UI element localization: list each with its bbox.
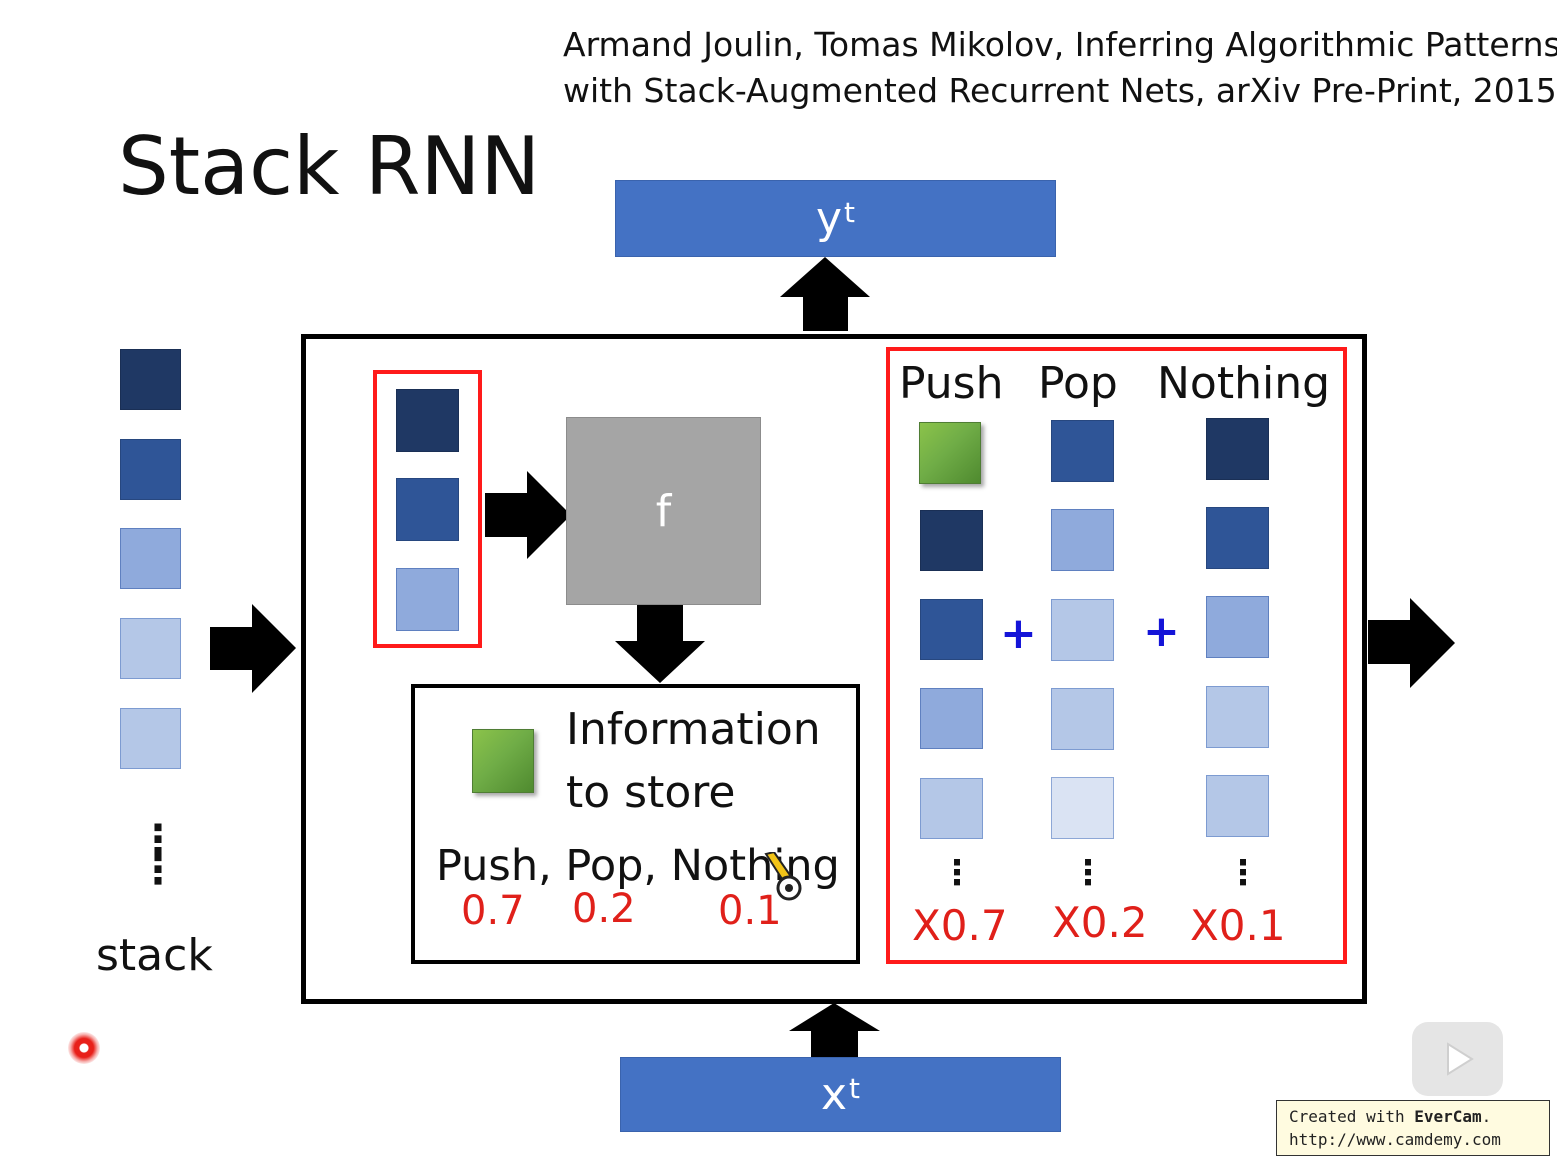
pop-column-cell [1051,420,1114,482]
pencil-cursor-icon [764,852,802,901]
pop-column-cell [1051,777,1114,839]
nothing-weight: X0.1 [1190,901,1286,950]
pop-column-ellipsis: ⋮ [1071,853,1105,893]
plus-sign-1: + [1000,608,1037,659]
info-box [411,684,860,964]
push-weight: X0.7 [912,901,1008,950]
citation-line-2: with Stack-Augmented Recurrent Nets, arX… [563,71,1557,110]
slide-title: Stack RNN [118,120,541,213]
ops-header-nothing: Nothing [1157,358,1331,409]
play-button[interactable] [1412,1022,1503,1096]
plus-sign-2: + [1143,606,1180,657]
push-column-cell [919,422,981,484]
stack-top-selection [373,370,482,648]
push-column-cell [920,688,983,749]
stack-top-cell [396,568,459,631]
output-superscript: t [844,196,856,229]
arrow-box-exit [1368,598,1455,688]
info-line-2: to store [566,767,736,818]
nothing-column-cell [1206,596,1269,658]
pop-column-cell [1051,509,1114,571]
watermark-line-1: Created with EverCam. [1289,1105,1537,1128]
stack-ellipsis-2: ⋮ [138,847,178,893]
function-f-box: f [566,417,761,605]
stack-ellipsis: ⋮ [138,817,178,863]
stack-cell [120,349,181,410]
citation-line-1: Armand Joulin, Tomas Mikolov, Inferring … [563,25,1557,64]
ops-panel [886,347,1347,964]
watermark-suffix: . [1481,1107,1492,1126]
stack-cell [120,708,181,769]
function-f-label: f [655,485,672,537]
nothing-column-cell [1206,775,1269,837]
watermark-brand: EverCam [1414,1107,1482,1126]
ops-header-pop: Pop [1038,358,1118,409]
output-label: y [815,193,843,244]
arrow-up-from-input [789,1003,880,1057]
info-green-square [472,729,534,793]
laser-pointer-dot [68,1032,100,1064]
push-column-ellipsis: ⋮ [940,853,974,893]
nothing-column-cell [1206,686,1269,748]
info-line-1: Information [566,704,821,755]
input-superscript: t [849,1072,861,1105]
watermark-url: http://www.camdemy.com [1289,1130,1501,1149]
info-prob-nothing: 0.1 [718,888,782,934]
pop-column-cell [1051,688,1114,750]
evercam-watermark: Created with EverCam. http://www.camdemy… [1276,1100,1550,1156]
stack-top-cell [396,478,459,541]
input-label: x [820,1069,848,1120]
arrow-stack-to-f [485,471,571,559]
stack-cell [120,618,181,679]
stack-top-cell [396,389,459,452]
nothing-column-ellipsis: ⋮ [1226,853,1260,893]
nothing-column-cell [1206,507,1269,569]
citation: Armand Joulin, Tomas Mikolov, Inferring … [563,22,1557,114]
push-column-cell [920,599,983,660]
stack-label: stack [96,930,213,981]
arrow-stack-to-box [210,604,296,693]
play-icon [1447,1042,1474,1076]
push-column-cell [920,778,983,839]
nothing-column-cell [1206,418,1269,480]
pop-column-cell [1051,599,1114,661]
arrow-f-to-info [615,598,705,683]
rnn-cell-box [301,334,1367,1004]
stack-cell [120,528,181,589]
ops-header-push: Push [899,358,1004,409]
stack-cell [120,439,181,500]
info-prob-push: 0.7 [461,888,525,934]
pop-weight: X0.2 [1052,898,1148,947]
push-column-cell [920,510,983,571]
info-prob-pop: 0.2 [572,886,636,932]
arrow-up-to-output [780,257,870,331]
watermark-prefix: Created with [1289,1107,1415,1126]
